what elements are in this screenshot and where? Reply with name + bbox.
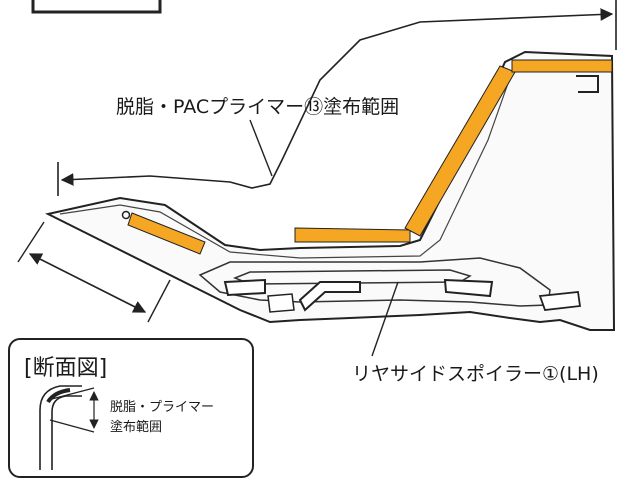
- primer-area-label: 脱脂・PACプライマー⑬塗布範囲: [116, 96, 400, 118]
- part-label-leader: [371, 281, 399, 357]
- part-name-label: リヤサイドスポイラー①(LH): [352, 363, 599, 385]
- inset-note-line1: 脱脂・プライマー: [110, 400, 215, 415]
- top-frame: [31, 0, 162, 14]
- section-primer-region: [46, 388, 71, 404]
- primer-strip-bottom: [294, 227, 411, 243]
- bracket-left: [223, 278, 266, 297]
- section-ref-lower: [49, 419, 95, 433]
- inset-note-line2: 塗布範囲: [110, 420, 163, 435]
- side-dimension-line: [28, 253, 147, 313]
- primer-label-leader: [249, 119, 273, 177]
- bracket-center: [298, 281, 361, 312]
- inset-title: [断面図]: [24, 356, 108, 381]
- bracket-bottom-left: [267, 293, 295, 313]
- side-extension-line-2: [147, 279, 171, 323]
- primer-range-line: [60, 8, 614, 189]
- section-outer-curve: [39, 385, 82, 470]
- bracket-bottom-right: [538, 291, 582, 311]
- cross-section-sketch: [39, 385, 99, 470]
- section-inner-curve: [51, 395, 82, 470]
- spoiler-outline: [45, 50, 616, 331]
- side-extension-line-1: [17, 221, 45, 263]
- section-ref-upper: [47, 387, 95, 401]
- bracket-right: [443, 278, 494, 298]
- primer-strip-left: [127, 212, 206, 255]
- primer-strip-top: [511, 59, 613, 73]
- hole-left: [121, 210, 131, 220]
- cross-section-inset: [断面図] 脱脂・プライマー 塗布範囲: [8, 338, 254, 478]
